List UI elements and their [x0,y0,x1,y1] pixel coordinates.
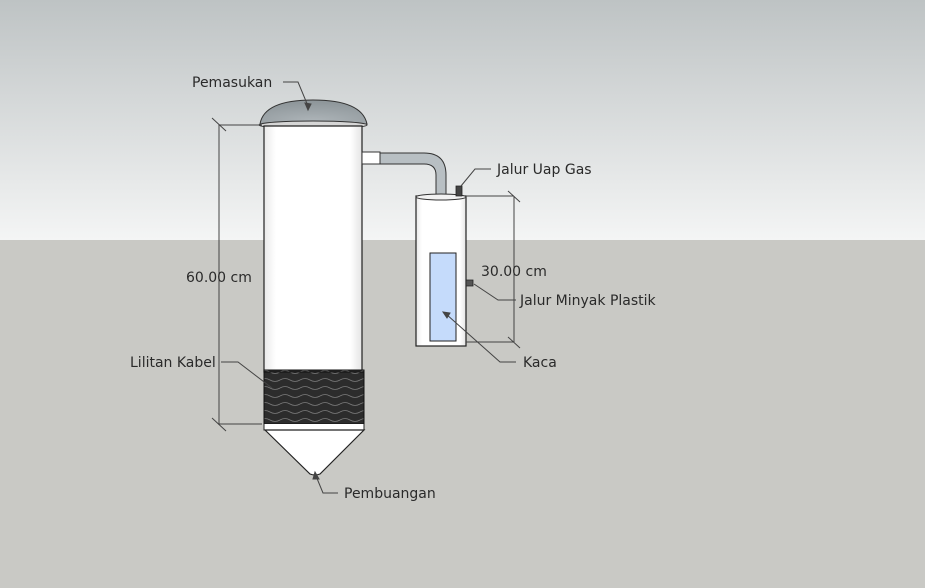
inlet-label: Pemasukan [192,75,272,91]
gas-vapor-line-label: Jalur Uap Gas [496,162,592,178]
cable-coil-label: Lilitan Kabel [130,355,216,371]
plastic-oil-line-label: Jalur Minyak Plastik [519,293,657,309]
reactor-dome-lid [259,99,368,125]
reactor-height-label: 60.00 cm [186,270,252,286]
reactor-vessel [258,99,368,476]
reactor-dimension-line [211,117,262,432]
glass-label: Kaca [523,355,557,371]
glass-window [429,252,457,342]
leader-lines [221,81,516,494]
gas-vent-nozzle [455,185,463,197]
outlet-label: Pembuangan [344,486,436,502]
condenser-height-label: 30.00 cm [481,264,547,280]
condenser-dimension-line [466,190,521,349]
condenser-vessel [415,185,474,347]
cable-coil-band [263,369,365,425]
plastic-oil-outlet-nozzle [465,279,474,287]
